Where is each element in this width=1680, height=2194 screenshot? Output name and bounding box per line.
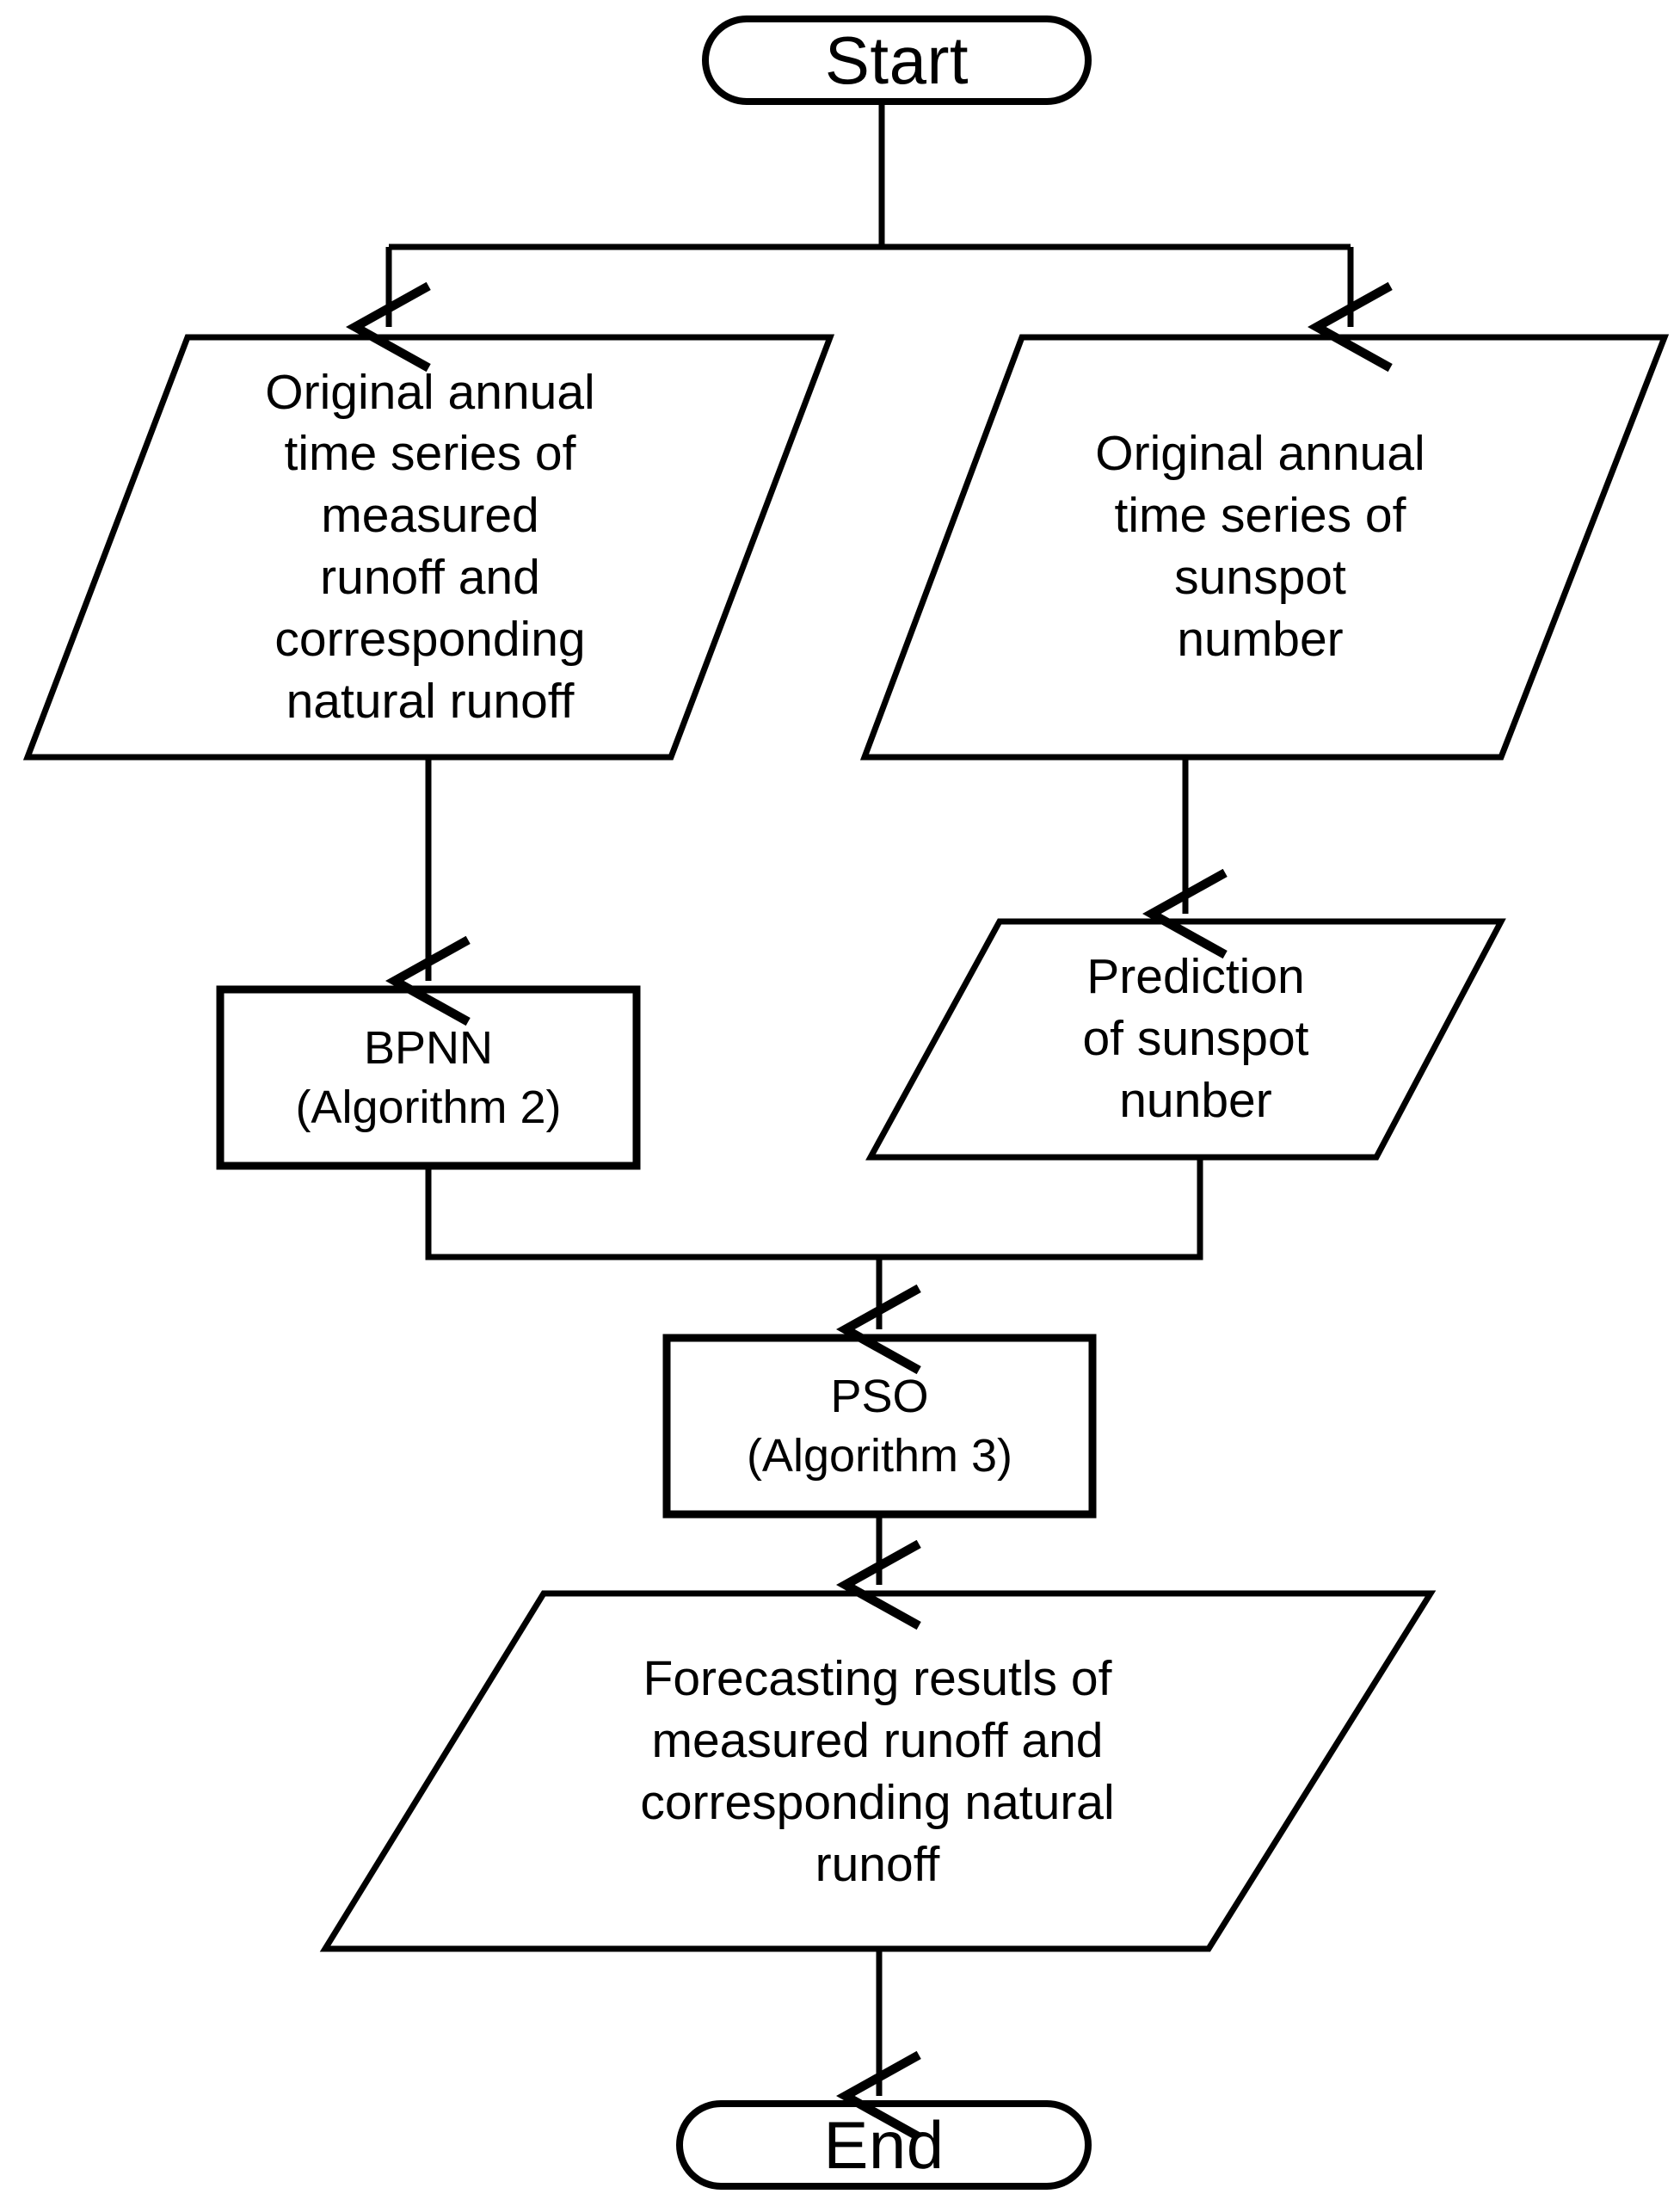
bpnn-node[interactable] (220, 989, 637, 1166)
start-node-shape[interactable] (702, 15, 1092, 105)
forecast-results-node-shape[interactable] (319, 1590, 1437, 1952)
edge-prediction-to-merge (879, 1157, 1203, 1260)
input-runoff-node-shape[interactable] (22, 334, 835, 761)
pso-node[interactable] (667, 1338, 1092, 1514)
prediction-sunspot-node-shape[interactable] (865, 918, 1506, 1161)
edge-bpnn-to-merge (425, 1166, 879, 1260)
input-runoff-node[interactable] (28, 337, 830, 757)
input-sunspot-node[interactable] (865, 337, 1665, 757)
forecast-results-node[interactable] (325, 1593, 1431, 1949)
prediction-sunspot-node[interactable] (871, 921, 1501, 1157)
input-sunspot-node-shape[interactable] (859, 334, 1670, 761)
end-node[interactable] (680, 2104, 1088, 2186)
start-node[interactable] (705, 19, 1088, 102)
